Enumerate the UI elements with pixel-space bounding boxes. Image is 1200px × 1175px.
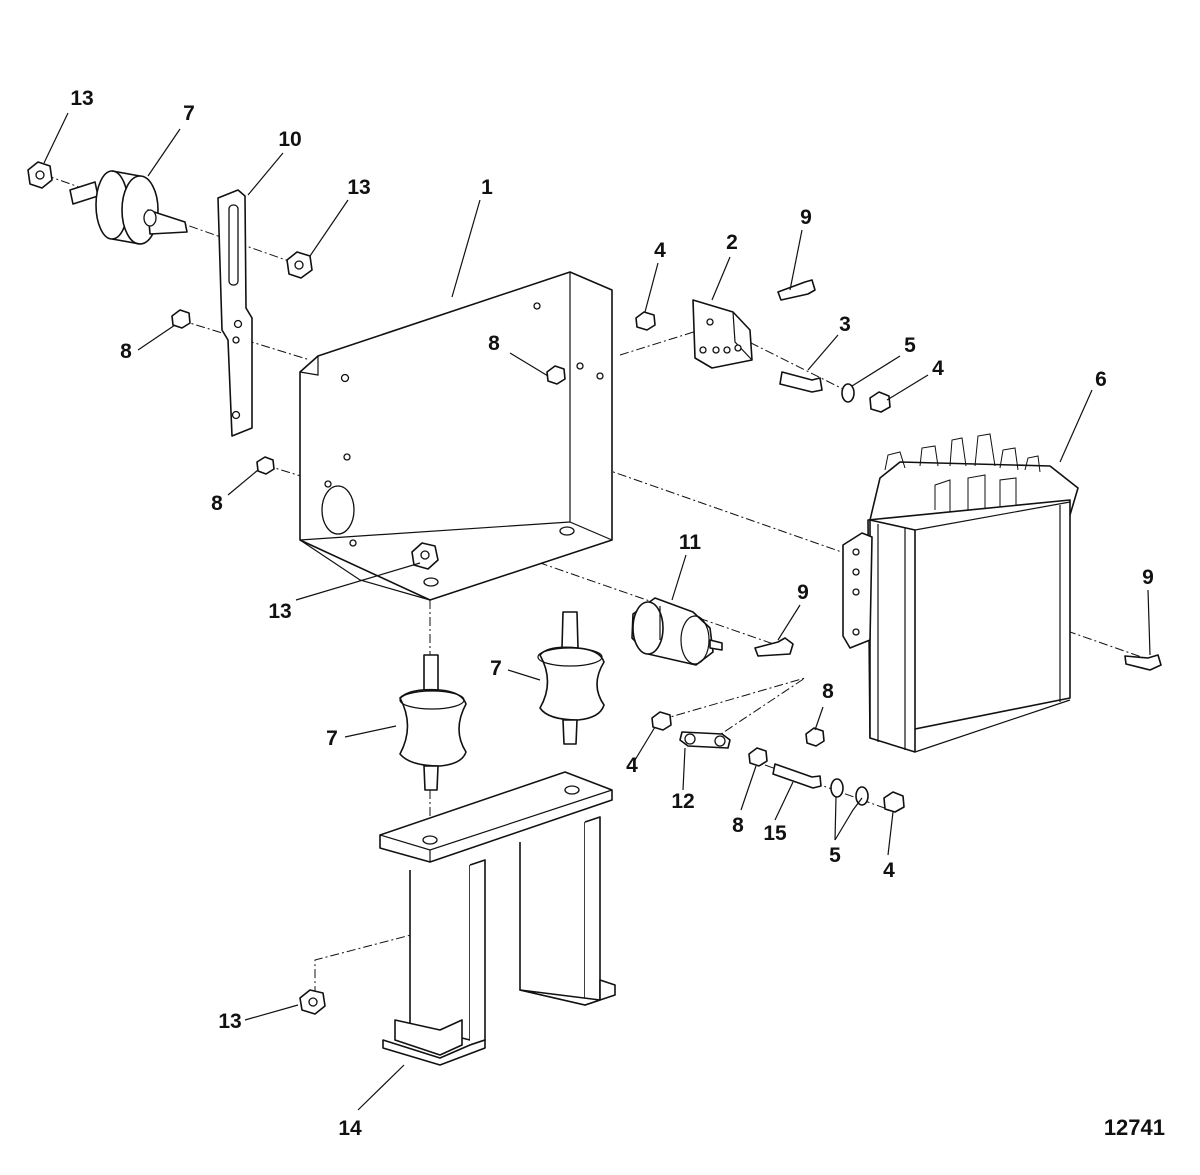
callout-3: 3 [839,313,851,336]
slotted-strap-bracket [217,189,253,437]
isolator-mount-mid [537,611,605,745]
standoff-3 [779,371,823,393]
nut-4-top [635,311,656,331]
figure-number: 12741 [1104,1115,1165,1140]
callout-13-bottom: 13 [218,1010,241,1033]
screw-9-mid [754,637,794,657]
leader-lines [43,112,1151,1111]
callout-5-lower: 5 [829,844,841,867]
callout-4-right: 4 [932,357,944,380]
callout-labels: 13 7 10 13 1 8 8 13 4 2 9 8 3 5 4 6 9 11… [70,87,1154,1140]
screw-9-right [1124,654,1162,671]
callout-4-lower: 4 [626,754,638,777]
callout-8-lower-right: 8 [822,680,834,703]
isolator-mount-top [69,170,188,245]
nut-8-left-upper [171,309,191,329]
callout-15: 15 [763,822,787,845]
callout-10: 10 [278,128,301,151]
control-module [842,433,1079,753]
nut-8-left-lower [256,456,275,475]
callout-2: 2 [726,231,738,254]
nut-8-lower [748,747,768,767]
callout-4-bottom: 4 [883,859,895,882]
callout-4-top: 4 [654,239,666,262]
callout-13-top-mid: 13 [347,176,370,199]
callout-7-left: 7 [326,727,338,750]
callout-13-lower-left: 13 [268,600,291,623]
washer-5-top [841,383,855,403]
callout-9-top: 9 [800,206,812,229]
callout-7-top: 7 [183,102,195,125]
callout-9-mid: 9 [797,581,809,604]
nut-4-lower [651,711,672,731]
callout-7-mid: 7 [490,657,502,680]
link-12 [679,731,731,749]
callout-9-right: 9 [1142,566,1154,589]
callout-8-left-upper: 8 [120,340,132,363]
washer-5-lower-b [855,786,869,806]
callout-1: 1 [481,176,493,199]
callout-11: 11 [679,531,702,554]
callout-12: 12 [671,790,694,813]
isolator-mount-left [399,654,467,791]
cylinder-component-11 [631,597,723,666]
callout-14: 14 [338,1117,362,1140]
callout-6: 6 [1095,368,1107,391]
angle-bracket-2 [692,299,753,369]
nut-8-lower-right [805,727,825,747]
nut-4-right [869,391,891,413]
screw-9-top [777,279,816,301]
washer-5-lower-a [830,778,844,798]
callout-8-lower: 8 [732,814,744,837]
standoff-15 [772,763,822,789]
support-bracket-14 [379,771,616,1066]
fasteners [27,161,1162,1015]
nut-4-bottom [883,791,905,813]
callout-5-top: 5 [904,334,916,357]
callout-8-center: 8 [488,332,500,355]
callout-13-top-left: 13 [70,87,93,110]
main-mounting-bracket [299,271,613,601]
nut-8-center [546,365,566,385]
callout-8-left-lower: 8 [211,492,223,515]
